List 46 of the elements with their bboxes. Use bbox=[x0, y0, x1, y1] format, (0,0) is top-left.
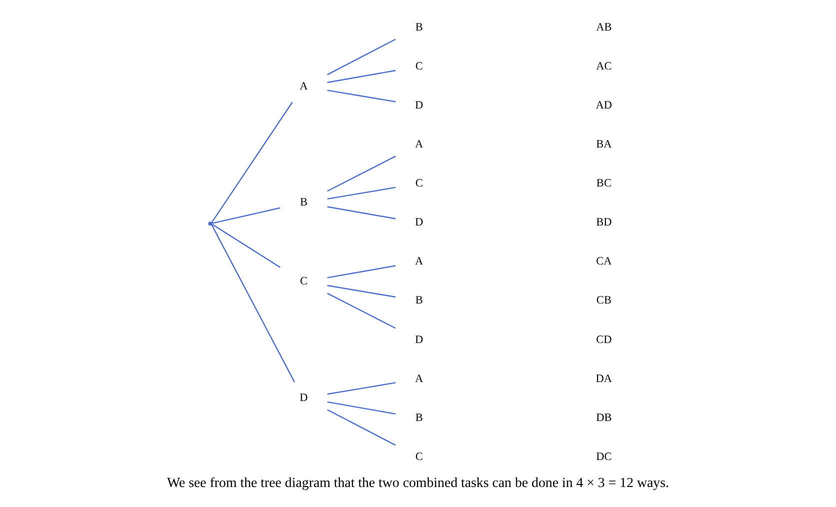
connector bbox=[327, 292, 396, 329]
connector bbox=[327, 401, 396, 415]
node-text: B bbox=[415, 294, 423, 307]
node-text: D bbox=[415, 334, 424, 346]
connector bbox=[327, 265, 396, 278]
connector bbox=[327, 284, 396, 298]
node-text: A bbox=[300, 80, 308, 92]
connector bbox=[212, 224, 280, 268]
node-text: A bbox=[415, 372, 424, 385]
label: DC bbox=[596, 450, 612, 463]
node-text: B bbox=[415, 412, 423, 424]
label: CA bbox=[596, 256, 612, 268]
connector bbox=[211, 224, 296, 382]
connector bbox=[327, 70, 396, 84]
connector bbox=[211, 102, 293, 224]
label: CD bbox=[596, 334, 612, 346]
node-text: D bbox=[415, 216, 424, 229]
caption: We see from the tree diagram that the two combined tasks can be done in 4 × 3 = 12 ways. bbox=[167, 476, 669, 492]
label: AD bbox=[596, 100, 612, 112]
node-point bbox=[208, 222, 212, 226]
label: AC bbox=[596, 60, 612, 72]
label: BA bbox=[596, 138, 612, 151]
connector bbox=[327, 409, 396, 446]
node-text: D bbox=[300, 392, 308, 404]
node-text: A bbox=[415, 256, 424, 268]
node-text: D bbox=[415, 100, 424, 112]
label: BC bbox=[596, 178, 612, 190]
connector bbox=[327, 38, 396, 76]
connector bbox=[327, 90, 396, 102]
node-text: C bbox=[415, 178, 423, 190]
node-text: C bbox=[415, 60, 423, 72]
label: BD bbox=[596, 216, 612, 229]
connector bbox=[327, 206, 396, 220]
connector bbox=[212, 207, 280, 224]
node-text: A bbox=[415, 138, 424, 151]
connector bbox=[327, 382, 396, 395]
node-text: B bbox=[300, 196, 308, 209]
connector bbox=[327, 156, 396, 192]
node-text: C bbox=[415, 450, 423, 463]
connector bbox=[327, 186, 396, 200]
label: AB bbox=[596, 21, 612, 34]
node-text: C bbox=[300, 276, 308, 288]
label: CB bbox=[596, 294, 612, 307]
node-text: B bbox=[415, 21, 423, 34]
label: DB bbox=[596, 412, 612, 424]
label: DA bbox=[596, 372, 612, 385]
